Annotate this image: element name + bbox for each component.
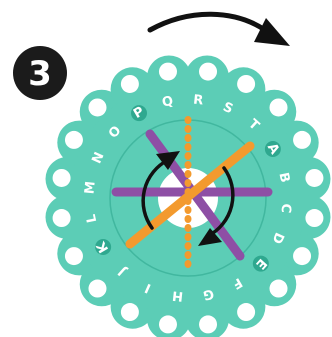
strand-dot [185, 206, 192, 214]
strand-dot [185, 116, 192, 124]
orange-dotted-strand [185, 116, 192, 268]
strand-dot [185, 215, 192, 223]
scallop-notch [53, 209, 71, 227]
strand-dot [185, 143, 192, 151]
strand-dot [185, 260, 192, 268]
strand-dot [185, 179, 192, 187]
scallop-notch [65, 247, 83, 265]
scallop-notch [121, 75, 139, 93]
disk-letter-r: R [192, 93, 204, 109]
scallop-notch [88, 98, 106, 116]
step-number: 3 [28, 54, 52, 94]
strand-dot [185, 224, 192, 232]
scallop-notch [237, 303, 255, 321]
strand-dot [185, 197, 192, 205]
scallop-notch [270, 280, 288, 298]
scallop-notch [88, 280, 106, 298]
strand-dot [185, 251, 192, 259]
strand-dot [185, 188, 192, 196]
disk-letter-c: C [278, 203, 294, 214]
strand-dot [185, 170, 192, 178]
strand-dot [185, 242, 192, 250]
scallop-notch [305, 169, 323, 187]
scallop-notch [293, 247, 311, 265]
scallop-notch [270, 98, 288, 116]
scallop-notch [159, 63, 177, 81]
scallop-notch [65, 131, 83, 149]
strand-dot [185, 233, 192, 241]
scallop-notch [237, 75, 255, 93]
strand-dot [185, 161, 192, 169]
strand-dot [185, 134, 192, 142]
clockwise-arrow-icon [150, 14, 290, 46]
strand-dot [185, 152, 192, 160]
step-badge: 3 [13, 46, 67, 100]
scallop-notch [305, 209, 323, 227]
scallop-notch [53, 169, 71, 187]
scallop-notch [159, 315, 177, 333]
scallop-notch [199, 315, 217, 333]
strand-dot [185, 125, 192, 133]
scallop-notch [121, 303, 139, 321]
disk-letter-m: M [82, 181, 98, 195]
scallop-notch [199, 63, 217, 81]
disk-letter-h: H [172, 287, 184, 303]
scallop-notch [293, 131, 311, 149]
